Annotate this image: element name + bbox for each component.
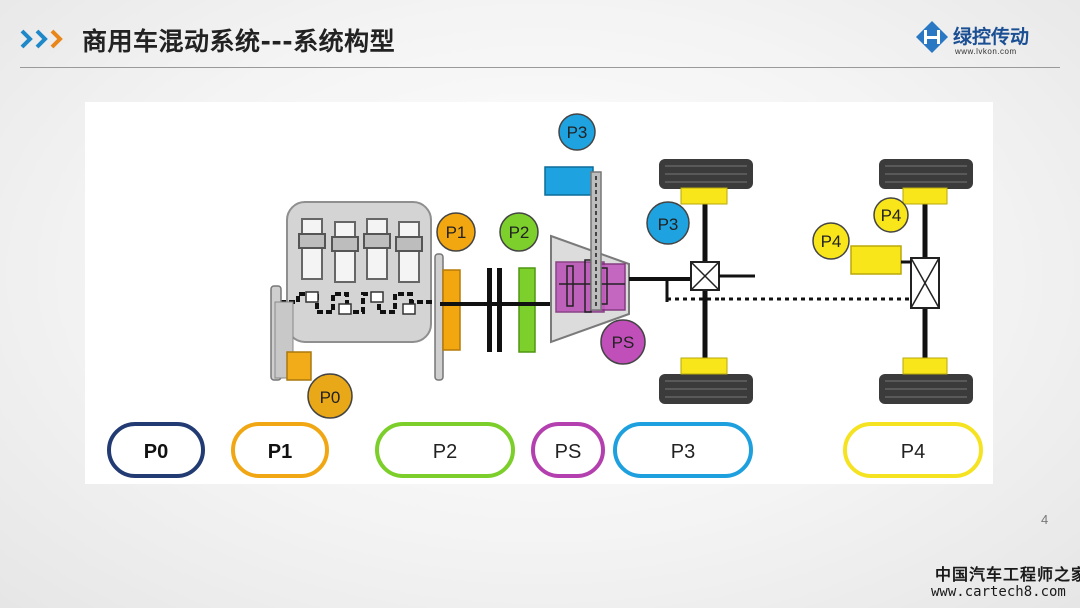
p2-motor — [518, 267, 536, 353]
company-logo: 绿控传动 www.lvkon.com — [915, 18, 1055, 62]
legend-p3: P3 — [613, 422, 753, 478]
legend-ps: PS — [531, 422, 605, 478]
p4-top-bubble: P4 — [873, 197, 909, 233]
ps-bubble-label: PS — [612, 333, 635, 352]
slide-header: 商用车混动系统---系统构型 绿控传动 www.lvkon.com — [0, 0, 1080, 70]
legend-p2: P2 — [375, 422, 515, 478]
chevron-right-icon — [20, 29, 63, 49]
watermark-title: 中国汽车工程师之家 — [935, 565, 1080, 584]
legend-p0: P0 — [107, 422, 205, 478]
p0-motor — [286, 351, 312, 381]
p4-motor — [850, 245, 902, 275]
legend-p3-label: P3 — [671, 441, 695, 463]
logo-name: 绿控传动 — [953, 26, 1030, 48]
p3-side-bubble-label: P3 — [658, 215, 679, 234]
p3-motor — [544, 166, 602, 311]
page-number: 4 — [1041, 512, 1049, 527]
legend-p0-label: P0 — [144, 441, 168, 463]
legend-p4: P4 — [843, 422, 983, 478]
hybrid-topology-diagram: P1 P2 P3 P3 PS P0 — [85, 102, 993, 484]
logo-url: www.lvkon.com — [955, 47, 1017, 56]
page-title: 商用车混动系统---系统构型 — [82, 27, 396, 56]
p3-side-bubble: P3 — [646, 201, 690, 245]
p1-bubble: P1 — [436, 212, 476, 252]
diagram-canvas: P1 P2 P3 P3 PS P0 — [107, 113, 983, 478]
p1-motor — [442, 269, 461, 351]
p0-bubble: P0 — [307, 373, 353, 419]
p2-bubble: P2 — [499, 212, 539, 252]
p4-top-bubble-label: P4 — [881, 206, 902, 225]
legend-p1: P1 — [231, 422, 329, 478]
legend-ps-label: PS — [555, 441, 582, 463]
legend-p1-label: P1 — [268, 441, 292, 463]
p3-top-bubble-label: P3 — [567, 123, 588, 142]
rear-axle-1 — [659, 159, 753, 404]
p1-bubble-label: P1 — [446, 223, 467, 242]
p4-side-bubble: P4 — [812, 222, 850, 260]
p4-side-bubble-label: P4 — [821, 232, 842, 251]
p0-bubble-label: P0 — [320, 388, 341, 407]
clutch — [487, 268, 502, 352]
logo-mark-icon — [916, 21, 948, 53]
p3-top-bubble: P3 — [558, 113, 596, 151]
rear-axle-2 — [850, 159, 973, 404]
ps-bubble: PS — [600, 319, 646, 365]
flywheel — [434, 253, 444, 381]
header-divider — [20, 67, 1060, 68]
engine-block — [280, 201, 437, 343]
legend-p2-label: P2 — [433, 441, 457, 463]
legend-p4-label: P4 — [901, 441, 925, 463]
p2-bubble-label: P2 — [509, 223, 530, 242]
watermark-url: www.cartech8.com — [931, 584, 1066, 600]
